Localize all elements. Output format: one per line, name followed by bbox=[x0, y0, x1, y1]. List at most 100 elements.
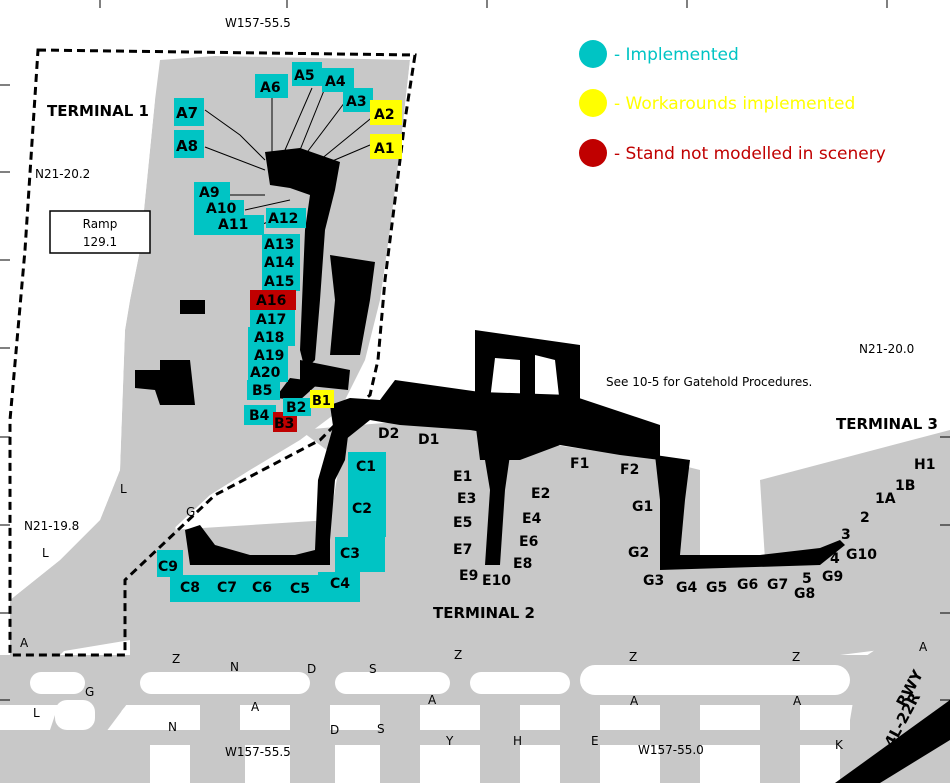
coord-left-bottom: N21-19.8 bbox=[24, 519, 79, 533]
coord-right: N21-20.0 bbox=[859, 342, 914, 356]
taxiway-h: H bbox=[513, 734, 522, 748]
gatehold-note: See 10-5 for Gatehold Procedures. bbox=[606, 375, 812, 389]
stand-box-c6 bbox=[245, 575, 285, 602]
taxiway-z: Z bbox=[454, 648, 462, 662]
taxiway-a: A bbox=[630, 694, 639, 708]
gate-d2: D2 bbox=[378, 426, 399, 442]
stand-a20: A20 bbox=[250, 365, 281, 381]
stand-a1: A1 bbox=[374, 141, 395, 157]
legend: - Implemented - Workarounds implemented … bbox=[579, 40, 886, 167]
stand-c1: C1 bbox=[356, 459, 376, 475]
stand-box-a9 bbox=[194, 182, 230, 202]
taxiway-l: L bbox=[33, 706, 40, 720]
taxiway-z: Z bbox=[172, 652, 180, 666]
stand-box-a12 bbox=[266, 208, 306, 228]
stand-box-a11 bbox=[194, 215, 264, 235]
stand-c9: C9 bbox=[158, 559, 178, 575]
stand-box-b2 bbox=[283, 398, 311, 416]
stand-a14: A14 bbox=[264, 255, 295, 271]
taxiway-labels: L L L G A A A A Z Z Z Z N N D D S S Y H … bbox=[20, 482, 928, 752]
stand-a2: A2 bbox=[374, 107, 395, 123]
stand-box-a1 bbox=[370, 134, 402, 159]
gate-1b: 1B bbox=[895, 478, 915, 494]
stand-c4: C4 bbox=[330, 576, 350, 592]
gate-labels-terminal-2-3: D2 D1 E1 E2 E3 E4 E5 E6 E7 E8 E9 E10 F1 … bbox=[378, 426, 935, 602]
gate-e7: E7 bbox=[453, 542, 472, 558]
stand-a5: A5 bbox=[294, 68, 315, 84]
taxiway-s: S bbox=[377, 722, 385, 736]
stand-a10: A10 bbox=[206, 201, 237, 217]
gate-g9: G9 bbox=[822, 569, 843, 585]
stand-b3: B3 bbox=[274, 416, 294, 432]
gate-h1: H1 bbox=[914, 457, 935, 473]
stand-box-a19 bbox=[248, 345, 288, 364]
taxiway-a: A bbox=[428, 693, 437, 707]
stand-a17: A17 bbox=[256, 312, 286, 328]
stand-a4: A4 bbox=[325, 74, 346, 90]
stand-box-c3 bbox=[335, 537, 385, 572]
stand-box-a14 bbox=[262, 252, 300, 272]
legend-text-workarounds: - Workarounds implemented bbox=[614, 94, 855, 114]
stand-b4: B4 bbox=[249, 408, 270, 424]
gate-f2: F2 bbox=[620, 462, 639, 478]
stand-box-a18 bbox=[248, 327, 295, 346]
stand-a18: A18 bbox=[254, 330, 284, 346]
gate-4: 4 bbox=[830, 551, 840, 567]
gate-g3: G3 bbox=[643, 573, 664, 589]
taxiway-d: D bbox=[307, 662, 316, 676]
taxiway-g: G bbox=[85, 685, 94, 699]
gate-e10: E10 bbox=[482, 573, 511, 589]
stand-box-a15 bbox=[262, 271, 300, 291]
gate-2: 2 bbox=[860, 510, 870, 526]
stand-box-a16 bbox=[250, 290, 296, 310]
stand-highlights bbox=[157, 62, 402, 602]
stand-a16: A16 bbox=[256, 293, 286, 309]
gate-e3: E3 bbox=[457, 491, 476, 507]
legend-item-implemented: - Implemented bbox=[579, 40, 739, 68]
coord-left-top: N21-20.2 bbox=[35, 167, 90, 181]
stand-c6: C6 bbox=[252, 580, 272, 596]
stand-box-a5 bbox=[292, 62, 322, 86]
taxiway-a: A bbox=[919, 640, 928, 654]
stand-b5: B5 bbox=[252, 383, 272, 399]
taxiway-d: D bbox=[330, 723, 339, 737]
taxiway-k: K bbox=[835, 738, 844, 752]
legend-item-not-modelled: - Stand not modelled in scenery bbox=[579, 139, 886, 167]
stand-c5: C5 bbox=[290, 581, 310, 597]
coordinate-labels: W157-55.5 W157-55.5 W157-55.0 N21-20.2 N… bbox=[24, 16, 914, 759]
taxiway-a: A bbox=[20, 636, 29, 650]
legend-item-workarounds: - Workarounds implemented bbox=[579, 89, 855, 117]
gate-g2: G2 bbox=[628, 545, 649, 561]
stand-c8: C8 bbox=[180, 580, 200, 596]
gate-e9: E9 bbox=[459, 568, 478, 584]
legend-text-implemented: - Implemented bbox=[614, 45, 739, 65]
stand-a15: A15 bbox=[264, 274, 294, 290]
stand-box-c4 bbox=[318, 572, 360, 602]
ramp-label: Ramp bbox=[83, 217, 118, 231]
stand-a13: A13 bbox=[264, 237, 294, 253]
legend-swatch-implemented bbox=[579, 40, 607, 68]
terminal-1-boundary bbox=[8, 48, 417, 657]
stand-a12: A12 bbox=[268, 211, 298, 227]
edge-ticks bbox=[0, 0, 950, 701]
stand-box-a6 bbox=[255, 74, 288, 98]
taxiway-a: A bbox=[793, 694, 802, 708]
gate-g6: G6 bbox=[737, 577, 758, 593]
stand-box-c1 bbox=[348, 452, 386, 482]
gate-e4: E4 bbox=[522, 511, 542, 527]
gate-g8: G8 bbox=[794, 586, 815, 602]
taxiway-z: Z bbox=[629, 650, 637, 664]
legend-text-not-modelled: - Stand not modelled in scenery bbox=[614, 144, 886, 164]
stand-a11: A11 bbox=[218, 217, 248, 233]
taxiway-s: S bbox=[369, 662, 377, 676]
gate-leader-lines bbox=[204, 87, 376, 226]
taxiway-n: N bbox=[230, 660, 239, 674]
stand-box-b5 bbox=[247, 380, 280, 400]
grass-islands bbox=[10, 0, 950, 783]
stand-box-a2 bbox=[370, 100, 402, 125]
gate-g5: G5 bbox=[706, 580, 727, 596]
coord-bottom-right: W157-55.0 bbox=[638, 743, 704, 757]
gate-5: 5 bbox=[802, 571, 812, 587]
stand-box-a13 bbox=[262, 234, 300, 254]
